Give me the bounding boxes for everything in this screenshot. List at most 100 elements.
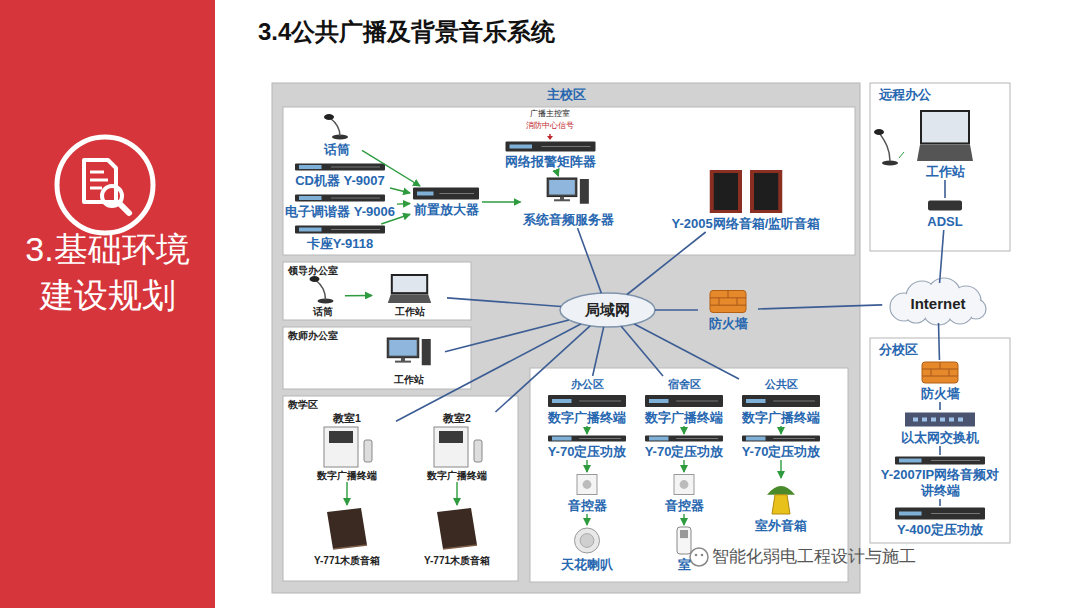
node-text: Y-2005网络音箱/监听音箱: [672, 216, 821, 232]
remote-microphone: [874, 129, 904, 166]
device-node: 卡座Y-9118: [290, 224, 390, 252]
node-text: 卡座Y-9118: [307, 236, 374, 252]
slide-title: 3.4公共广播及背景音乐系统: [258, 16, 555, 48]
watermark-icon: [690, 548, 708, 566]
shape: [750, 170, 782, 213]
shape: [949, 369, 950, 376]
node-text: 网络报警矩阵器: [505, 154, 596, 170]
zone-heading: 宿舍区: [668, 376, 701, 392]
handset-icon: [677, 527, 691, 554]
rack-icon: [742, 395, 820, 407]
signal-arrow: [586, 514, 587, 525]
signal-arrow: [683, 426, 684, 434]
shape: [773, 401, 815, 402]
node-text: 领导办公室: [288, 265, 338, 277]
node-text: 工作站: [394, 374, 424, 386]
network-line: [940, 230, 944, 283]
sub-fill: [283, 327, 471, 389]
signal-arrow: [482, 201, 521, 202]
shape: [754, 173, 778, 210]
terminal-icon: [434, 427, 482, 467]
network-line: [939, 446, 941, 455]
adsl-icon: [928, 201, 962, 211]
lan-ellipse: [560, 293, 655, 327]
shape: [710, 170, 742, 213]
shape: [422, 339, 431, 365]
node-text: Y-771木质音箱: [314, 555, 380, 567]
panelL-fill: [870, 83, 1010, 251]
shape: [922, 362, 958, 383]
shape: [310, 276, 320, 282]
node-text: Internet: [910, 295, 965, 312]
device-node: 电子调谐器 Y-9006: [283, 193, 397, 220]
signal-arrow: [780, 460, 781, 478]
device-node: 音控器: [555, 472, 619, 514]
device-node: Y-2007IP网络音频对讲终端: [878, 455, 1002, 499]
node-text: 数字广播终端: [548, 410, 626, 426]
control-room-box: [283, 107, 855, 255]
network-line: [944, 180, 946, 198]
shape: [714, 173, 738, 210]
shape: [579, 401, 621, 402]
rack-icon: [645, 436, 723, 442]
shape: [772, 495, 790, 514]
sub-fill: [283, 262, 471, 320]
shape: [387, 338, 419, 358]
network-line: [578, 228, 602, 293]
shape: [510, 145, 533, 149]
shape: [931, 369, 932, 376]
signal-arrow: [780, 426, 781, 434]
shape: [917, 144, 973, 161]
watermark: 智能化弱电工程设计与施工: [712, 547, 916, 567]
shape: [389, 340, 417, 356]
sidebar-icon: [57, 137, 153, 233]
shape: [931, 418, 936, 422]
mic-icon: [324, 114, 348, 140]
shape: [940, 418, 945, 422]
ceiling-icon: [575, 528, 600, 553]
node-text: Y-70定压功放: [742, 444, 821, 460]
shape: [437, 508, 477, 549]
zone-heading: 办公区: [571, 376, 604, 392]
device-node: 系统音频服务器: [521, 176, 616, 228]
shape: [949, 418, 954, 422]
rack-icon: [506, 142, 596, 152]
shape: [333, 545, 367, 549]
region-panel: 分校区防火墙以太网交换机Y-2007IP网络音频对讲终端Y-400定压功放: [870, 338, 1010, 543]
shape: [773, 438, 815, 439]
signal-arrow: [683, 514, 684, 525]
shape: [548, 395, 626, 407]
network-line: [447, 298, 561, 307]
shape: [295, 164, 385, 171]
device-node: 工作站: [905, 108, 985, 180]
device-node: Y-2005网络音箱/监听音箱: [670, 168, 823, 232]
node-text: 音控器: [568, 498, 607, 514]
device-node: 话筒: [300, 274, 345, 318]
shape: [931, 460, 980, 461]
rack-icon: [895, 508, 985, 520]
shape: [579, 438, 621, 439]
node-text: CD机器 Y-9007: [295, 173, 385, 189]
signal-arrow: [683, 460, 684, 472]
shape: [649, 437, 669, 441]
device-node: CD机器 Y-9007: [290, 162, 390, 189]
shape: [413, 188, 479, 200]
signal-arrow: [390, 188, 410, 193]
shape: [434, 427, 468, 467]
shape: [737, 298, 738, 305]
device-node: 室外音箱: [745, 478, 817, 534]
node-text: Y-70定压功放: [548, 444, 627, 460]
network-line: [593, 327, 604, 376]
shape: [295, 226, 385, 234]
shape: [922, 376, 958, 377]
zone-heading: 公共区: [765, 376, 798, 392]
shape: [680, 480, 689, 489]
network-line: [939, 402, 941, 410]
device-node: 防火墙: [698, 288, 758, 332]
device-node: 以太网交换机: [890, 410, 990, 446]
outdoor-icon: [767, 486, 795, 514]
terminal-node: 办公区数字广播终端: [545, 376, 629, 426]
terminal-node: 公共区数字广播终端: [739, 376, 823, 426]
network-line: [495, 326, 590, 412]
shape: [324, 427, 358, 467]
